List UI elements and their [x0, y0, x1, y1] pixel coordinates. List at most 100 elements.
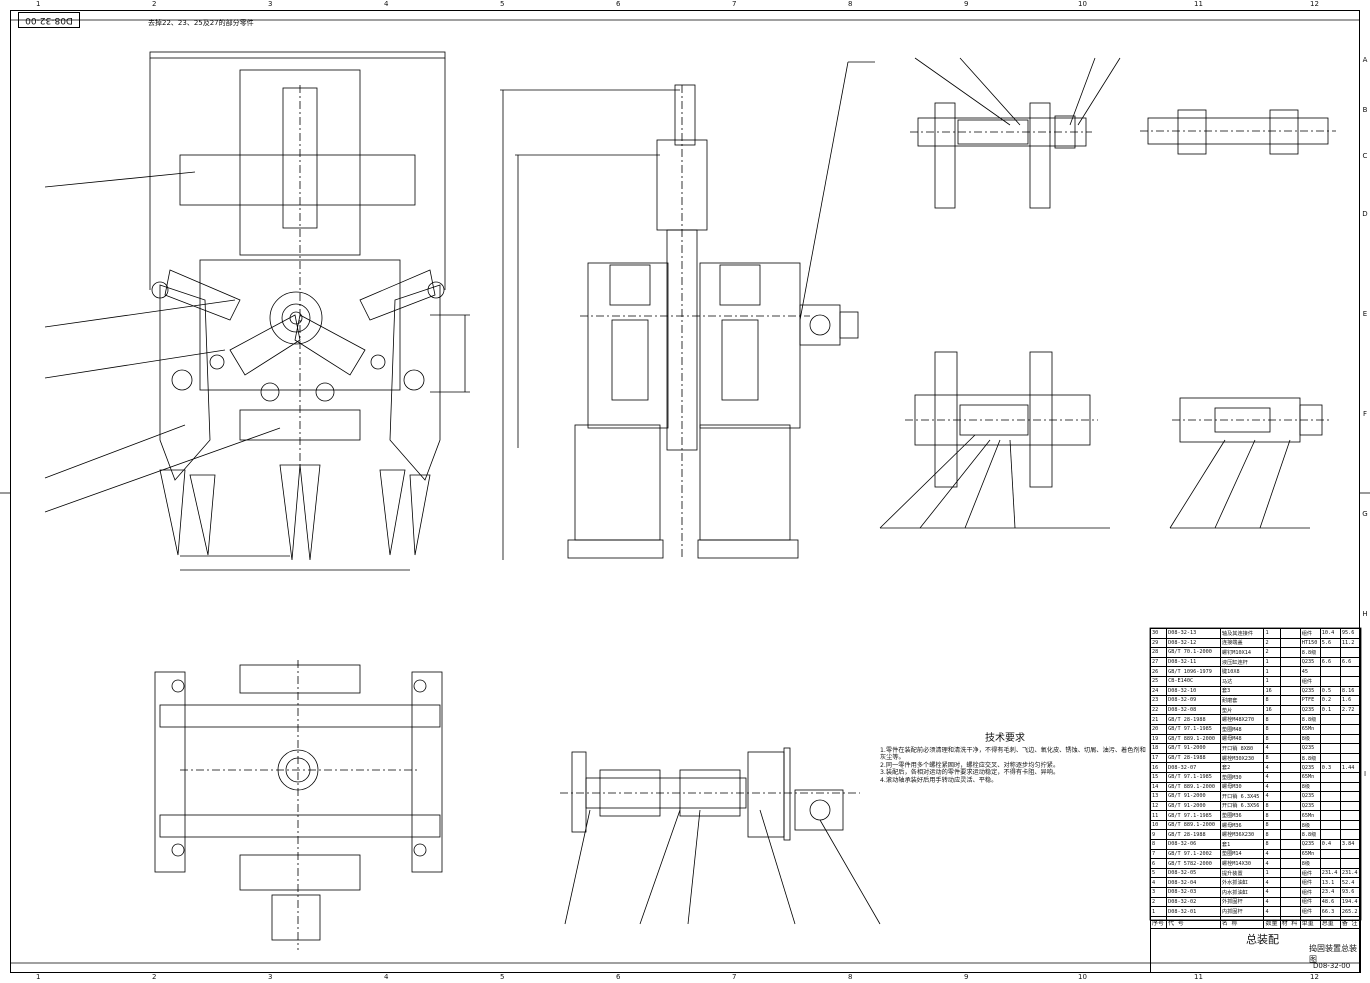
bom-cell: D08-32-10	[1166, 685, 1221, 697]
bom-cell: GB/T 28-1988	[1166, 714, 1221, 725]
zone-label: C	[1362, 152, 1368, 160]
bom-cell: 4	[1263, 848, 1281, 860]
bom-cell: 7	[1149, 848, 1168, 860]
bom-cell: 48.6	[1319, 896, 1341, 908]
bom-cell	[1339, 800, 1362, 812]
bom-cell: 52.4	[1339, 877, 1362, 889]
bom-cell: 组件	[1299, 896, 1321, 908]
bom-cell: 内水抓油缸	[1219, 887, 1265, 898]
bom-cell	[1319, 647, 1341, 658]
bom-cell	[1279, 839, 1301, 850]
bom-cell	[1339, 791, 1362, 802]
bom-cell	[1339, 810, 1362, 821]
bom-cell: GB/T 1096-1979	[1166, 666, 1221, 677]
bom-cell: 1	[1263, 656, 1281, 668]
bom-cell	[1279, 762, 1301, 773]
bom-header-cell: 序号	[1149, 915, 1168, 929]
bom-cell: 开口销 8X80	[1219, 743, 1265, 754]
top-note: 去掉22、23、25及27的部分零件	[148, 19, 254, 27]
bom-cell: D08-32-02	[1166, 896, 1221, 908]
bom-cell: 外抓固杆	[1219, 896, 1265, 908]
bom-cell: 1	[1263, 666, 1281, 677]
bom-cell: 键10X8	[1219, 666, 1265, 677]
bom-cell	[1279, 656, 1301, 668]
zone-label: 3	[268, 973, 273, 981]
bom-cell: D08-32-13	[1166, 628, 1221, 639]
tech-requirement-item: 1.零件在装配前必须清理和清洗干净，不得有毛刺、飞边、氧化皮、锈蚀、切屑、油污、…	[880, 746, 1146, 762]
bom-cell: 13	[1149, 791, 1168, 802]
bom-cell: 4	[1263, 762, 1281, 773]
bom-cell: 10.4	[1319, 628, 1341, 639]
bom-cell: 65Mn	[1299, 848, 1321, 860]
bom-cell	[1339, 733, 1362, 745]
bom-cell: 65Mn	[1299, 771, 1321, 783]
bom-cell: 14	[1149, 781, 1168, 793]
bom-cell: 0.4	[1319, 839, 1341, 850]
bom-cell: 10	[1149, 819, 1168, 831]
bom-cell: D08-32-03	[1166, 887, 1221, 898]
bom-cell: 垫圈M48	[1219, 723, 1265, 735]
bom-cell: 8级	[1299, 733, 1321, 745]
zone-label: 5	[500, 0, 505, 8]
bom-cell	[1319, 714, 1341, 725]
bom-cell	[1279, 877, 1301, 889]
bom-cell: GB/T 91-2000	[1166, 800, 1221, 812]
bom-cell: 1.6	[1339, 695, 1362, 706]
bom-cell: Q235	[1299, 656, 1321, 668]
bom-cell	[1279, 848, 1301, 860]
zone-label: A	[1362, 56, 1368, 64]
bom-cell	[1319, 743, 1341, 754]
zone-label: 12	[1310, 973, 1319, 981]
zone-label: 3	[268, 0, 273, 8]
bom-cell: 8.8级	[1299, 829, 1321, 841]
zone-label: 2	[152, 973, 157, 981]
bom-cell: 组件	[1299, 628, 1321, 639]
bom-header-cell: 备 注	[1339, 915, 1362, 929]
bom-cell	[1319, 666, 1341, 677]
bom-cell	[1279, 666, 1301, 677]
bom-cell: 8	[1263, 714, 1281, 725]
zone-label: E	[1362, 310, 1368, 318]
zone-label: 4	[384, 973, 389, 981]
bom-cell: 23	[1149, 695, 1168, 706]
zone-label: B	[1362, 106, 1368, 114]
bom-cell	[1279, 637, 1301, 649]
zone-label: 8	[848, 0, 853, 8]
bom-cell: 0.3	[1319, 762, 1341, 773]
bom-cell: 2	[1263, 637, 1281, 649]
bom-cell: 8	[1263, 819, 1281, 831]
bom-cell: 1	[1263, 675, 1281, 687]
bom-cell	[1339, 714, 1362, 725]
bom-cell: Q235	[1299, 704, 1321, 716]
bom-cell: 0.5	[1319, 685, 1341, 697]
zone-label: 1	[36, 0, 41, 8]
bom-cell: 0.1	[1319, 704, 1341, 716]
bom-cell: 23.4	[1319, 887, 1341, 898]
bom-header-cell: 代 号	[1166, 915, 1221, 929]
bom-cell: 6.6	[1339, 656, 1362, 668]
bom-cell	[1279, 887, 1301, 898]
bom-cell: 13.1	[1319, 877, 1341, 889]
bom-cell: 1	[1263, 628, 1281, 639]
bom-cell: Q235	[1299, 762, 1321, 773]
drawing-frame	[10, 10, 1360, 973]
bom-cell	[1319, 819, 1341, 831]
zone-label: G	[1362, 510, 1368, 518]
bom-cell: 66.3	[1319, 906, 1341, 917]
shaft-section	[560, 747, 881, 925]
bom-cell: 套2	[1219, 762, 1265, 773]
bom-cell	[1279, 800, 1301, 812]
bom-cell: 8.8级	[1299, 752, 1321, 764]
bom-cell: GB/T 97.1-2002	[1166, 848, 1221, 860]
bom-cell: 65Mn	[1299, 723, 1321, 735]
bom-cell: 组件	[1299, 867, 1321, 879]
zone-label: 9	[964, 973, 969, 981]
